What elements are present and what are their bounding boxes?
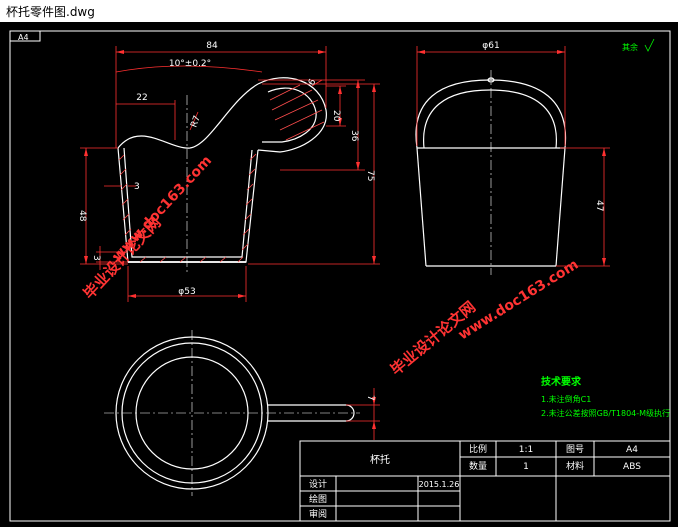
top-dimensions <box>346 388 380 440</box>
section-hatch <box>118 84 325 263</box>
holder-top-curve <box>117 83 259 149</box>
title-block-text: 杯托 比例 1:1 图号 A4 数量 1 材料 ABS 设计 2015.1.26… <box>309 443 641 520</box>
dim-r7: R7 <box>189 114 202 129</box>
dim-angle: 10°±0.2° <box>169 59 211 69</box>
dim-7: 7 <box>365 395 375 401</box>
roughness-symbol <box>644 38 655 52</box>
cad-drawing: A4 <box>9 30 671 522</box>
scale-label: 比例 <box>469 443 487 455</box>
dim-6: 6 <box>307 77 319 87</box>
qty-label: 数量 <box>469 460 487 472</box>
dim-48: 48 <box>77 210 87 222</box>
tech-req-line2: 2.未注公差按照GB/T1804-M级执行 <box>541 408 670 418</box>
top-centerlines <box>104 330 360 496</box>
handle-inner <box>262 87 317 143</box>
side-dome-inner <box>423 89 557 149</box>
sheet-tag: A4 <box>18 33 29 42</box>
qty-value: 1 <box>523 462 529 472</box>
dim-22: 22 <box>136 93 147 103</box>
side-left-wall <box>416 147 427 267</box>
roughness-note: 其余 <box>622 42 638 52</box>
dim-84: 84 <box>206 41 218 51</box>
dim-20: 20 <box>331 110 341 122</box>
design-label: 设计 <box>309 478 327 490</box>
window-title: 杯托零件图.dwg <box>6 5 95 19</box>
check-label: 审阅 <box>309 508 327 520</box>
dim-phi61: φ61 <box>482 41 499 51</box>
side-dome-outer <box>415 79 567 149</box>
dim-3-base: 3 <box>91 255 101 261</box>
top-outer-circle <box>115 336 269 490</box>
dim-3-wall: 3 <box>134 182 140 192</box>
tech-req-line1: 1.未注倒角C1 <box>541 394 591 404</box>
window-titlebar: 杯托零件图.dwg <box>0 0 678 23</box>
tech-req-title: 技术要求 <box>541 375 582 388</box>
front-dim-labels: 84 10°±0.2° 22 R7 6 20 36 75 48 3 3 φ53 <box>77 41 375 297</box>
material-label: 材料 <box>566 460 584 472</box>
side-right-wall <box>555 147 566 267</box>
material-value: ABS <box>623 462 641 472</box>
dim-75: 75 <box>365 170 375 181</box>
watermark-site-2: www.doc163.com <box>456 257 582 344</box>
front-arrowheads <box>84 50 376 298</box>
handle-outer <box>257 77 327 153</box>
sheet-value: A4 <box>626 445 638 455</box>
part-name: 杯托 <box>370 453 390 466</box>
scale-value: 1:1 <box>519 445 533 455</box>
side-view <box>415 77 567 267</box>
drawing-canvas[interactable]: A4 <box>0 22 678 527</box>
sheet-label: 图号 <box>566 444 584 455</box>
dim-36: 36 <box>349 130 359 142</box>
dim-phi53: φ53 <box>178 287 195 297</box>
side-dimensions <box>416 46 610 267</box>
title-block <box>299 440 671 522</box>
draw-label: 绘图 <box>309 493 327 505</box>
sheet-tag-box <box>9 30 41 42</box>
design-date: 2015.1.26 <box>419 480 460 489</box>
dim-47: 47 <box>594 200 604 211</box>
